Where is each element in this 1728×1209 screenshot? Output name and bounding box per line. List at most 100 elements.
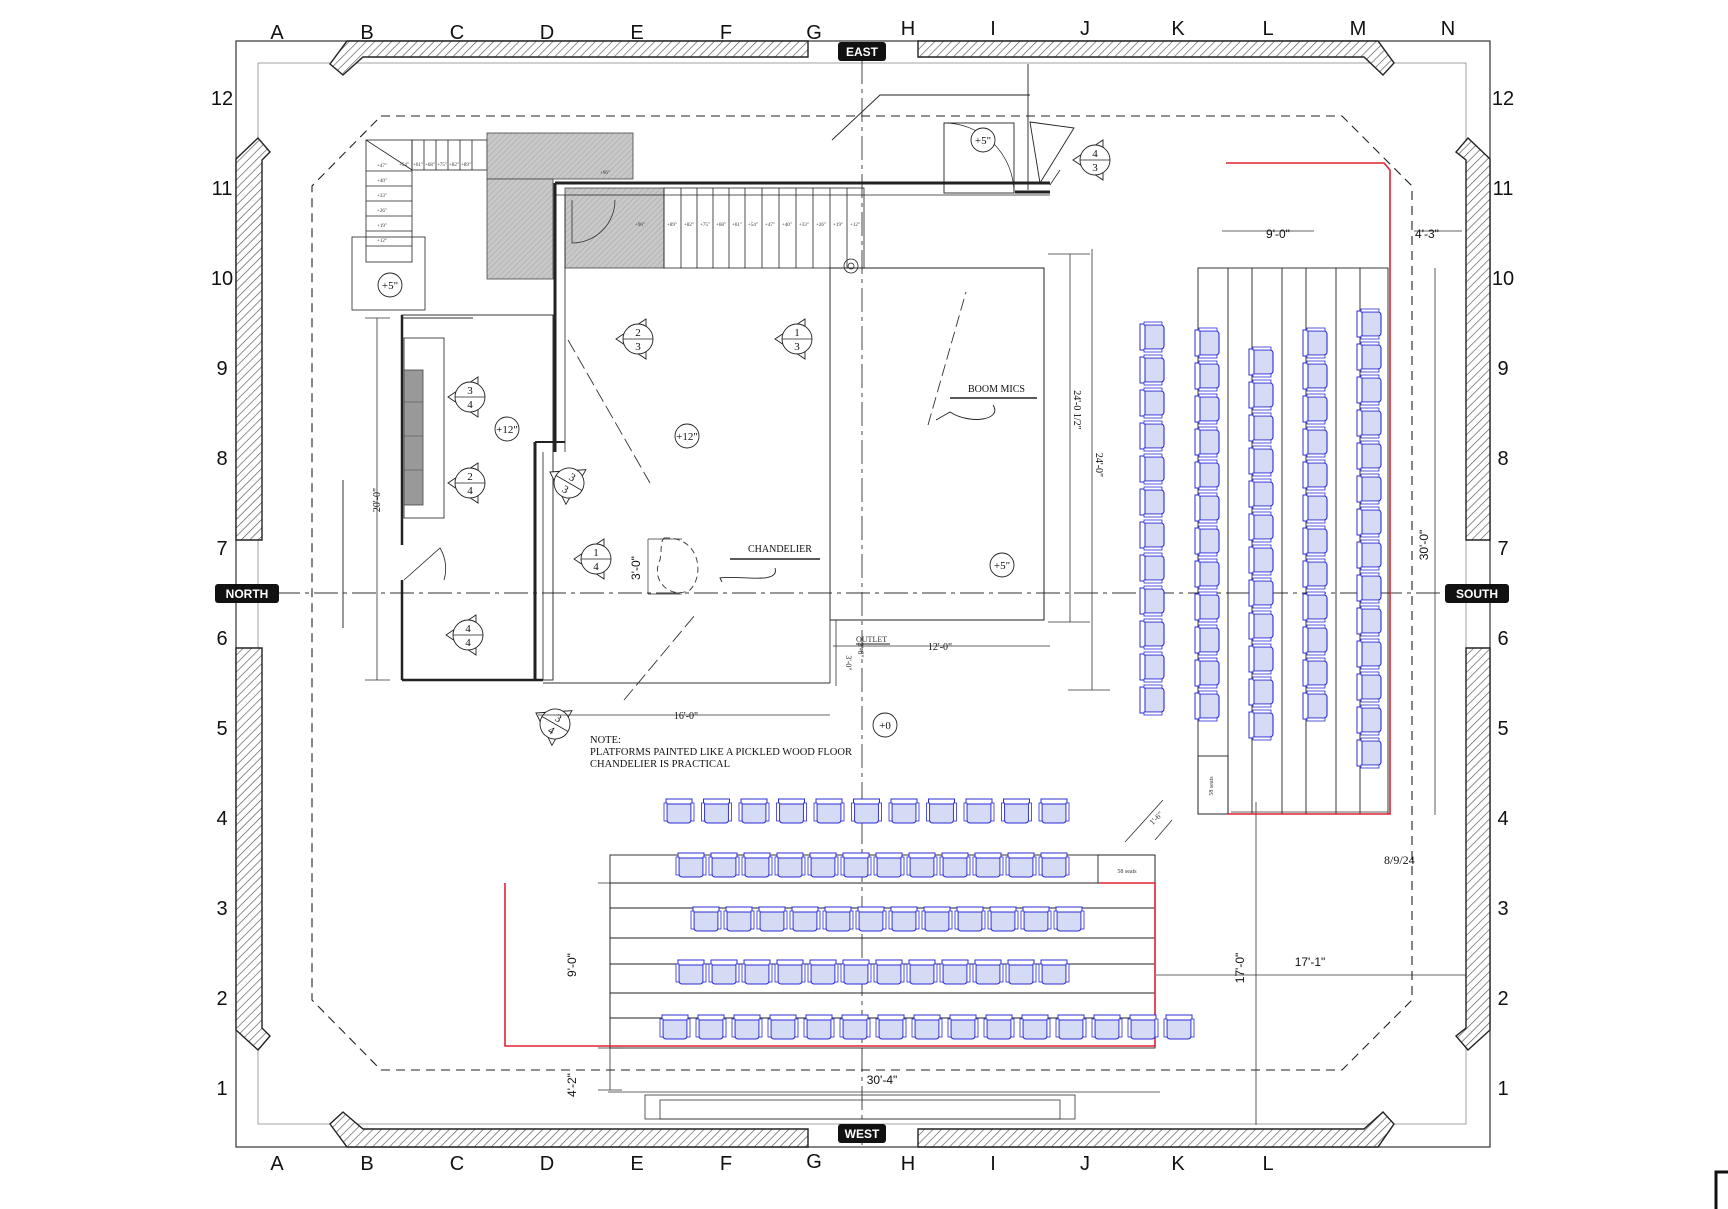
seat-count-label: 58 seats [1209, 776, 1215, 796]
seat [972, 852, 1004, 878]
compass-west-label: WEST [845, 1127, 880, 1141]
seat [807, 959, 839, 985]
seat [1248, 379, 1274, 411]
seat [1194, 393, 1220, 425]
seat [1356, 341, 1382, 373]
elev-label: +0 [879, 720, 891, 732]
seat [1139, 354, 1165, 386]
elev-label: +5" [382, 280, 398, 292]
seat [774, 959, 806, 985]
stair-elev: +33" [799, 223, 809, 228]
seat [1356, 374, 1382, 406]
stair-elev: +47" [765, 223, 775, 228]
seat [1194, 657, 1220, 689]
grid-row-right: 4 [1497, 808, 1508, 830]
grid-row-right: 1 [1497, 1078, 1508, 1100]
stair-elev: +82" [449, 163, 459, 168]
seat [1005, 959, 1037, 985]
leader-arrow [719, 567, 776, 583]
grid-col-bottom: I [990, 1153, 996, 1175]
seat [911, 1014, 943, 1040]
grid-col-top: C [450, 22, 464, 44]
grid-row-right: 5 [1497, 718, 1508, 740]
dim-label: 1'-6" [1148, 810, 1165, 827]
grid-col-top: M [1350, 18, 1367, 40]
stair-elev: +12" [377, 239, 387, 244]
note-line: CHANDELIER IS PRACTICAL [590, 759, 730, 770]
grid-col-top: N [1441, 18, 1455, 40]
seat [1194, 558, 1220, 590]
seat [1139, 486, 1165, 518]
seat [675, 852, 707, 878]
leader-arrow [935, 404, 996, 421]
dashed-diagonal [623, 614, 696, 701]
section-symbol-top: 4 [465, 623, 471, 635]
bottom-step [644, 1094, 1076, 1120]
section-symbol-bottom: 3 [635, 341, 641, 353]
seat [1302, 426, 1328, 458]
stair-elev: +54" [748, 223, 758, 228]
seat [1248, 577, 1274, 609]
seat [1302, 657, 1328, 689]
seat [738, 798, 770, 824]
seat [756, 906, 788, 932]
seat [659, 1014, 691, 1040]
elev-label: +12" [496, 424, 518, 436]
seat [954, 906, 986, 932]
seat [731, 1014, 763, 1040]
seat [767, 1014, 799, 1040]
compass-north: NORTH [215, 584, 279, 603]
stair-elev: +12" [850, 223, 860, 228]
grid-col-top: A [270, 22, 284, 44]
section-symbol: 33 [549, 467, 587, 506]
seat [1248, 676, 1274, 708]
compass-west: WEST [838, 1124, 886, 1143]
seat [663, 798, 695, 824]
landing-left [486, 178, 554, 280]
seats [659, 308, 1382, 1040]
dimension-lines [365, 169, 1466, 1125]
grid-col-bottom: H [901, 1153, 915, 1175]
seat [939, 852, 971, 878]
seat [840, 852, 872, 878]
entry-structure [831, 64, 1075, 194]
grid-row-right: 3 [1497, 898, 1508, 920]
seat [1248, 511, 1274, 543]
section-symbol-top: 1 [593, 547, 599, 559]
seat [1356, 539, 1382, 571]
grid-col-top: B [360, 22, 373, 44]
seat [1248, 544, 1274, 576]
seat [1139, 684, 1165, 716]
seat [947, 1014, 979, 1040]
section-symbol: 14 [573, 538, 612, 580]
dim-label: 17'-1" [1295, 955, 1326, 969]
grid-col-bottom: G [806, 1151, 822, 1173]
grid-row-right: 12 [1492, 88, 1514, 110]
corner-bracket [1714, 1170, 1728, 1209]
stair-elev: +75" [437, 163, 447, 168]
grid-row-right: 2 [1497, 988, 1508, 1010]
seat [1194, 360, 1220, 392]
stair-elev: +40" [377, 179, 387, 184]
seat [1139, 552, 1165, 584]
stair-elev: +19" [377, 224, 387, 229]
seat [1194, 492, 1220, 524]
seat [906, 852, 938, 878]
landing-upper [486, 132, 634, 180]
seat [906, 959, 938, 985]
seat [1302, 591, 1328, 623]
seat [1248, 643, 1274, 675]
section-symbol: 44 [445, 614, 484, 656]
seat [1356, 638, 1382, 670]
landing-elev: +96" [600, 171, 610, 176]
seat [741, 959, 773, 985]
grid-col-top: L [1262, 18, 1273, 40]
section-symbol-bottom: 4 [593, 561, 599, 573]
dim-label: 17'-0" [1233, 953, 1247, 984]
seat [1001, 798, 1032, 824]
grid-row-left: 5 [216, 718, 227, 740]
compass-south: SOUTH [1445, 584, 1509, 603]
seat [888, 798, 920, 824]
dim-label: 3'-0" [629, 556, 643, 580]
stair-elev: +68" [425, 163, 435, 168]
